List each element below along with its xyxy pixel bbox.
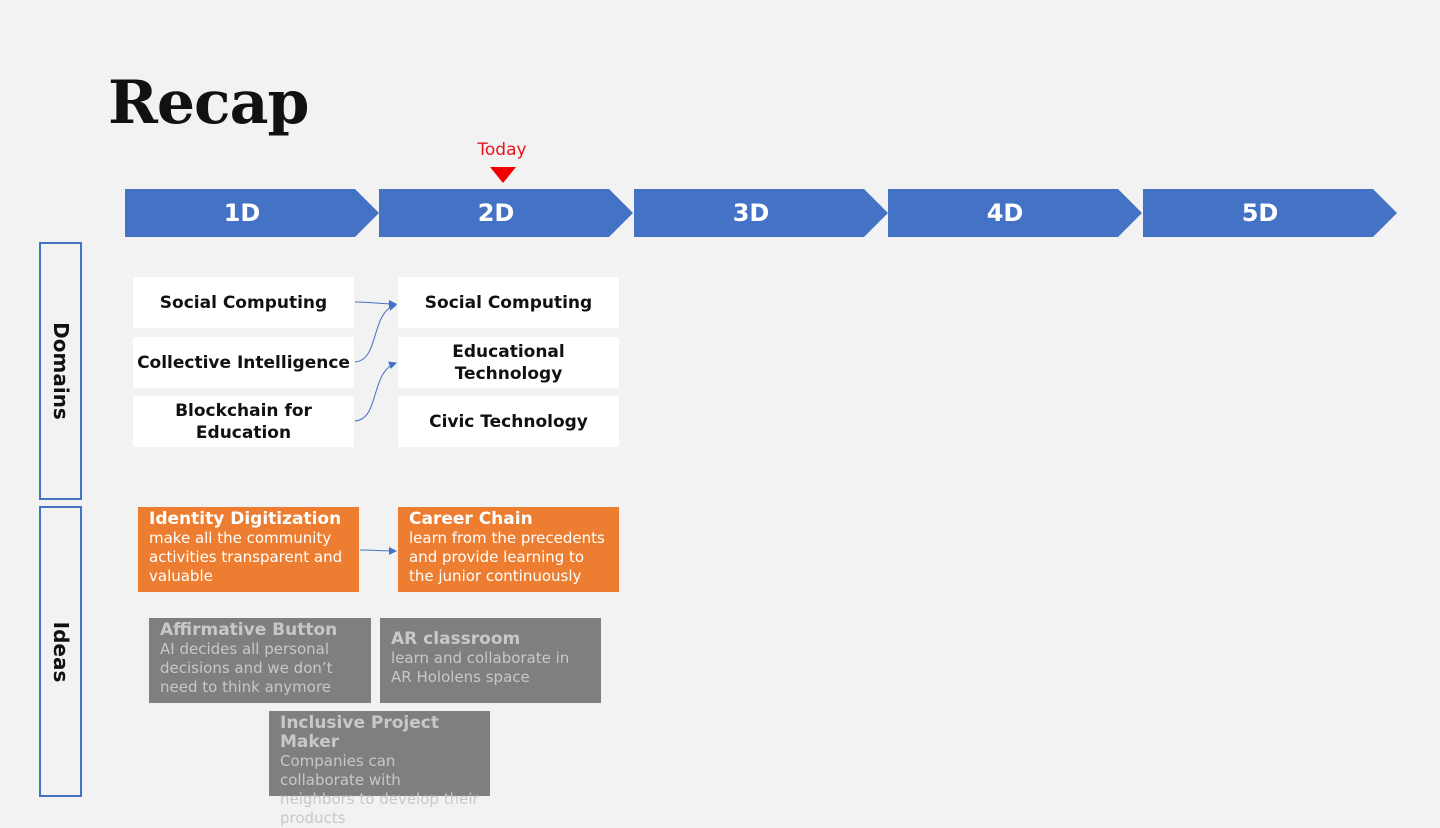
today-marker-icon xyxy=(490,167,516,183)
stage-3d: 3D xyxy=(634,189,888,237)
stage-2d: 2D xyxy=(379,189,633,237)
idea-title: Career Chain xyxy=(409,509,533,529)
idea-career-chain: Career Chain learn from the precedents a… xyxy=(398,507,619,592)
arrow-blockchain-to-edtech xyxy=(354,361,397,422)
domain-2d-civic-technology: Civic Technology xyxy=(398,396,619,447)
ideas-row-label: Ideas xyxy=(48,621,73,682)
stage-4d: 4D xyxy=(888,189,1142,237)
idea-title: Affirmative Button xyxy=(160,620,338,640)
arrow-identity-to-career xyxy=(359,546,397,555)
idea-description: make all the community activities transp… xyxy=(149,529,343,585)
idea-ar-classroom: AR classroom learn and collaborate in AR… xyxy=(380,618,601,703)
domains-row-box: Domains xyxy=(39,242,82,500)
idea-title: Identity Digitization xyxy=(149,509,342,529)
domains-row-label: Domains xyxy=(48,322,73,420)
domain-1d-social-computing: Social Computing xyxy=(133,277,354,328)
arrow-social-to-social xyxy=(354,299,397,308)
idea-description: learn and collaborate in AR Hololens spa… xyxy=(391,649,570,686)
domain-1d-collective-intelligence: Collective Intelligence xyxy=(133,337,354,388)
slide-title: Recap xyxy=(108,68,309,138)
stage-5d: 5D xyxy=(1143,189,1397,237)
idea-inclusive-project-maker: Inclusive Project Maker Companies can co… xyxy=(269,711,490,827)
idea-title: Inclusive Project Maker xyxy=(280,713,439,752)
domain-2d-educational-technology: Educational Technology xyxy=(398,337,619,388)
today-label: Today xyxy=(477,140,527,160)
arrow-collective-to-social xyxy=(354,302,397,363)
idea-description: learn from the precedents and provide le… xyxy=(409,529,605,585)
ideas-row-box: Ideas xyxy=(39,506,82,797)
domain-1d-blockchain-education: Blockchain for Education xyxy=(133,396,354,447)
domain-2d-social-computing: Social Computing xyxy=(398,277,619,328)
idea-description: Companies can collaborate with neighbors… xyxy=(280,752,479,827)
idea-description: AI decides all personal decisions and we… xyxy=(160,640,333,696)
idea-title: AR classroom xyxy=(391,629,521,649)
stage-1d: 1D xyxy=(125,189,379,237)
idea-affirmative-button: Affirmative Button AI decides all person… xyxy=(149,618,371,703)
idea-identity-digitization: Identity Digitization make all the commu… xyxy=(138,507,359,592)
